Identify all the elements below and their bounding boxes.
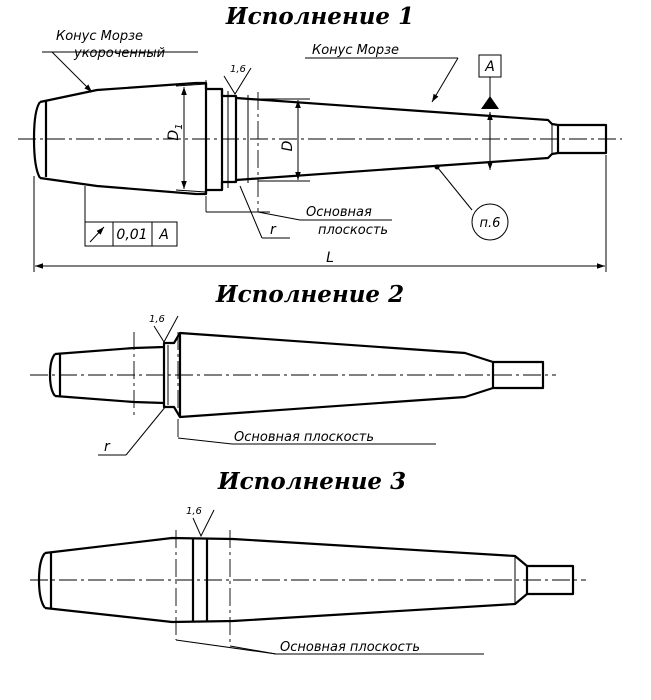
roughness-check-icon	[223, 67, 252, 95]
view-1-length-label: L	[326, 250, 334, 266]
view-3-outline	[37, 536, 575, 624]
view-1-datum: A	[478, 54, 502, 109]
view-1-d1-dimension: D1	[166, 83, 207, 193]
view-1-roughness: 1,6	[223, 64, 252, 95]
view-2: Исполнение 2 1,6 r Основная плоскость	[30, 281, 556, 456]
view-2-radius-leader: r	[98, 405, 167, 456]
view-3-base-label: Основная плоскость	[280, 640, 420, 655]
view-2-radius-label: r	[104, 439, 111, 455]
view-2-roughness: 1,6	[149, 314, 179, 343]
view-1-base-leader: Основная плоскость	[206, 205, 392, 238]
datum-triangle-icon	[481, 96, 499, 109]
view-2-base-leader: Основная плоскость	[177, 430, 436, 445]
view-1-base-label-2: плоскость	[318, 223, 388, 238]
view-1-d1-label: D1	[166, 123, 185, 140]
view-1-roughness-label: 1,6	[230, 64, 246, 75]
view-2-roughness-label: 1,6	[149, 314, 165, 325]
view-1-runout-frame: 0,01 A	[84, 186, 178, 247]
view-3-roughness: 1,6	[186, 506, 215, 538]
view-3-base-leader: Основная плоскость	[175, 639, 484, 655]
view-1: Исполнение 1 Конус Морзе укороченный	[18, 3, 622, 272]
view-1-note-label: п.6	[480, 216, 501, 231]
view-1-morse-short-leader: Конус Морзе укороченный	[42, 29, 198, 93]
roughness-check-icon	[192, 509, 215, 538]
view-1-morse-short-label-2: укороченный	[73, 46, 165, 61]
view-1-d-label: D	[280, 140, 296, 151]
view-2-outline	[48, 331, 545, 419]
view-3-heading: Исполнение 3	[217, 468, 406, 495]
view-1-base-label-1: Основная	[306, 205, 372, 220]
view-1-morse-leader: Конус Морзе	[305, 43, 459, 103]
view-1-outline	[32, 81, 608, 196]
view-1-radius-leader: r	[239, 185, 290, 239]
view-1-datum-label: A	[484, 59, 495, 75]
view-3-roughness-label: 1,6	[186, 506, 202, 517]
view-3: Исполнение 3 1,6 Основная плоскость	[30, 468, 586, 655]
view-1-note-callout: п.6	[434, 164, 509, 241]
view-2-heading: Исполнение 2	[215, 281, 404, 308]
roughness-check-icon	[153, 315, 179, 343]
runout-arrow-icon	[89, 226, 105, 243]
view-2-base-label: Основная плоскость	[234, 430, 374, 445]
view-1-radius-label: r	[270, 222, 277, 238]
view-1-morse-short-label-1: Конус Морзе	[56, 29, 143, 44]
view-1-heading: Исполнение 1	[225, 3, 414, 30]
view-1-morse-label: Конус Морзе	[312, 43, 399, 58]
view-1-length-dimension: L	[33, 155, 607, 272]
view-1-tolerance-datum: A	[158, 227, 169, 243]
view-1-d-dimension: D	[258, 98, 310, 182]
view-1-tolerance-value: 0,01	[116, 227, 147, 243]
